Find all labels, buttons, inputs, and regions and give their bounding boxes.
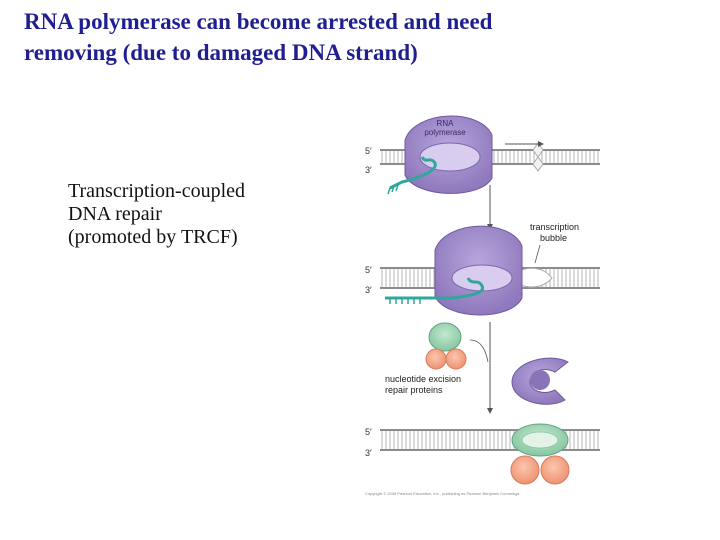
panel-1: RNA polymerase 5′ 3′	[365, 115, 600, 195]
rna-strand-2	[385, 277, 485, 300]
repair-complex-orange-right	[540, 455, 570, 485]
five-prime-label-1: 5′	[365, 146, 372, 156]
three-prime-label-2: 3′	[365, 285, 372, 295]
five-prime-label-3: 5′	[365, 427, 372, 437]
panel-2: transcription bubble 5′ 3′	[365, 222, 600, 316]
rna-strand-1	[389, 156, 437, 190]
transcription-bubble-label-1: transcription	[530, 222, 579, 232]
copyright-note: Copyright © 2008 Pearson Education, Inc.…	[365, 491, 520, 496]
repair-diagram: RNA polymerase 5′ 3′ transcription bubbl…	[360, 100, 610, 505]
slide-title: RNA polymerase can become arrested and n…	[24, 6, 704, 68]
ner-proteins-label-1: nucleotide excision	[385, 374, 461, 384]
caption: Transcription-coupled DNA repair (promot…	[68, 180, 245, 249]
three-prime-label-3: 3′	[365, 448, 372, 458]
caption-line-3: (promoted by TRCF)	[68, 226, 238, 248]
rna-polymerase-label-2: polymerase	[424, 128, 466, 137]
repair-diagram-figure: RNA polymerase 5′ 3′ transcription bubbl…	[365, 115, 600, 496]
title-line-1: RNA polymerase can become arrested and n…	[24, 9, 493, 34]
three-prime-label-1: 3′	[365, 165, 372, 175]
caption-line-2: DNA repair	[68, 203, 162, 225]
title-line-2: removing (due to damaged DNA strand)	[24, 40, 418, 65]
transcription-bubble-label-2: bubble	[540, 233, 567, 243]
repair-proteins-free	[425, 322, 489, 370]
panel-3: 5′ 3′	[365, 423, 600, 485]
repair-complex-orange-left	[510, 455, 540, 485]
five-prime-label-2: 5′	[365, 265, 372, 275]
caption-line-1: Transcription-coupled	[68, 180, 246, 202]
ner-proteins-label-2: repair proteins	[385, 385, 443, 395]
rna-polymerase-label-1: RNA	[437, 119, 455, 128]
